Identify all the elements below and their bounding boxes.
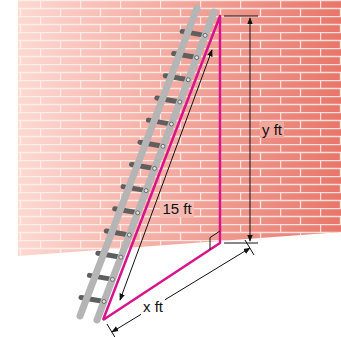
- ladder-bolt: [186, 78, 190, 82]
- brick-wall: [18, 0, 341, 256]
- ladder-bolt: [102, 300, 106, 304]
- ladder-bolt: [169, 122, 173, 126]
- dimension-lines: [107, 16, 258, 337]
- ladder-bolt: [127, 233, 131, 237]
- ladder-bolt: [153, 166, 157, 170]
- ladder-bolt: [203, 33, 207, 37]
- ladder-bolt: [119, 255, 123, 259]
- ladder-bolt: [110, 277, 114, 281]
- dimension-label: 15 ft: [160, 201, 193, 218]
- ladder-bolt: [161, 144, 165, 148]
- dimension-label: y ft: [260, 122, 284, 139]
- ladder-bolt: [195, 56, 199, 60]
- brick-pattern: [18, 0, 341, 256]
- dimension-label: x ft: [141, 299, 165, 316]
- ladder: [80, 8, 214, 320]
- ladder-bolt: [144, 189, 148, 193]
- right-triangle: [103, 16, 220, 320]
- ladder-rail: [97, 12, 214, 320]
- ladder-bolt: [178, 100, 182, 104]
- ladder-bolt: [136, 211, 140, 215]
